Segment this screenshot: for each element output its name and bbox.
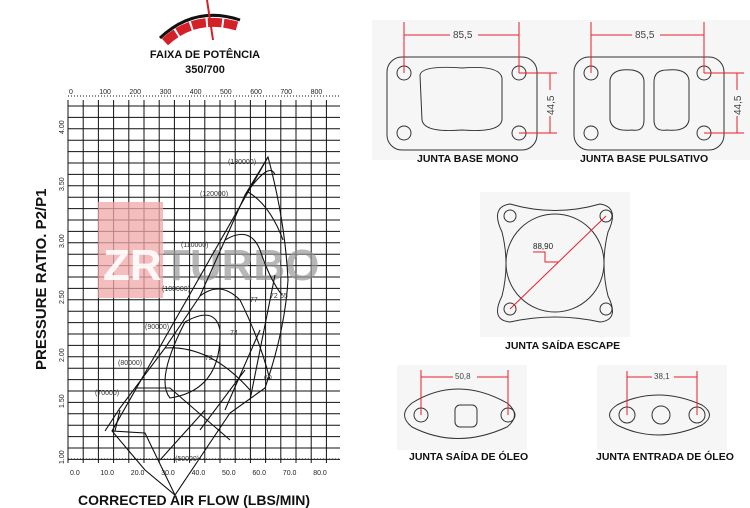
y-axis-label: PRESSURE RATIO. P2/P1 xyxy=(33,189,50,370)
y-tick-label: 1.00 xyxy=(59,450,66,464)
gasket-oil-inlet-caption: JUNTA ENTRADA DE ÓLEO xyxy=(596,451,734,463)
gasket-pulsativo-panel: 85,5 44,5 xyxy=(562,20,750,160)
watermark-turbo: TURBO xyxy=(163,241,319,290)
dimension-width: 85,5 xyxy=(453,30,473,41)
x2-tick-label: 100 xyxy=(99,89,111,96)
dimension-diameter: 88,90 xyxy=(533,242,554,251)
dimension-height: 44,5 xyxy=(733,95,744,115)
x-tick-label: 40.0 xyxy=(192,470,206,477)
gasket-oil-outlet-panel: 50,8 xyxy=(397,365,527,450)
speed-line-130000: (130000) xyxy=(228,159,256,166)
dimension-width: 85,5 xyxy=(635,30,655,41)
y-tick-label: 3.50 xyxy=(59,177,66,191)
gauge-icon xyxy=(158,0,241,45)
x2-tick-label: 500 xyxy=(220,89,232,96)
x2-tick-label: 200 xyxy=(129,89,141,96)
speed-line-120000: (120000) xyxy=(200,191,228,198)
y-tick-label: 3.00 xyxy=(59,234,66,248)
speed-line-110000: (110000) xyxy=(181,242,209,249)
speed-line-80000: (80000) xyxy=(118,360,142,367)
x-tick-label: 30.0 xyxy=(161,470,175,477)
speed-line-50000: (50000) xyxy=(175,456,199,463)
y-tick-label: 1.50 xyxy=(59,394,66,408)
y-tick-label: 2.00 xyxy=(59,348,66,362)
gasket-escape-panel: 88,90 xyxy=(480,192,630,337)
x-tick-label: 80.0 xyxy=(313,470,327,477)
x2-tick-label: 800 xyxy=(311,89,323,96)
gasket-mono-panel: 85,5 44,5 xyxy=(372,20,562,160)
dimension-width: 50,8 xyxy=(455,372,471,381)
x2-tick-label: 700 xyxy=(280,89,292,96)
gasket-oil-outlet-caption: JUNTA SAÍDA DE ÓLEO xyxy=(409,451,529,463)
x2-tick-label: 400 xyxy=(190,89,202,96)
x-tick-label: 20.0 xyxy=(131,470,145,477)
speed-line-100000: (100000) xyxy=(162,286,190,293)
efficiency-label: 74 xyxy=(230,330,238,337)
x2-tick-label: 0 xyxy=(69,89,73,96)
x2-tick-label: 300 xyxy=(160,89,172,96)
x-tick-label: 70.0 xyxy=(283,470,297,477)
power-range-title: FAIXA DE POTÊNCIA xyxy=(149,49,261,61)
efficiency-label: 72 xyxy=(270,293,278,300)
efficiency-label: 65 xyxy=(280,293,288,300)
gasket-mono-caption: JUNTA BASE MONO xyxy=(417,153,519,165)
dimension-width: 38,1 xyxy=(654,372,670,381)
x-tick-label: 10.0 xyxy=(100,470,114,477)
compressor-map: ZR TURBO (130000) (120000) (110000) (100… xyxy=(33,89,340,508)
speed-line-90000: (90000) xyxy=(145,324,169,331)
x-axis-label: CORRECTED AIR FLOW (LBS/MIN) xyxy=(78,492,310,508)
x-tick-label: 60.0 xyxy=(252,470,266,477)
power-range-value: 350/700 xyxy=(185,64,225,76)
x2-tick-label: 600 xyxy=(250,89,262,96)
efficiency-label: 77 xyxy=(250,297,258,304)
efficiency-label: 60 xyxy=(264,375,272,382)
watermark-zr: ZR xyxy=(103,241,162,290)
watermark-logo-block xyxy=(98,202,163,298)
dimension-height: 44,5 xyxy=(546,95,557,115)
speed-line-70000: (70000) xyxy=(95,390,119,397)
y-tick-label: 2.50 xyxy=(59,290,66,304)
gasket-pulsativo-caption: JUNTA BASE PULSATIVO xyxy=(580,153,709,165)
gasket-oil-inlet-panel: 38,1 xyxy=(597,365,727,450)
x-tick-label: 50.0 xyxy=(222,470,236,477)
efficiency-label: 72 xyxy=(205,355,213,362)
gasket-escape-caption: JUNTA SAÍDA ESCAPE xyxy=(505,340,621,352)
y-tick-label: 4.00 xyxy=(59,120,66,134)
map-curves xyxy=(104,155,289,496)
x-tick-label: 0.0 xyxy=(70,470,80,477)
